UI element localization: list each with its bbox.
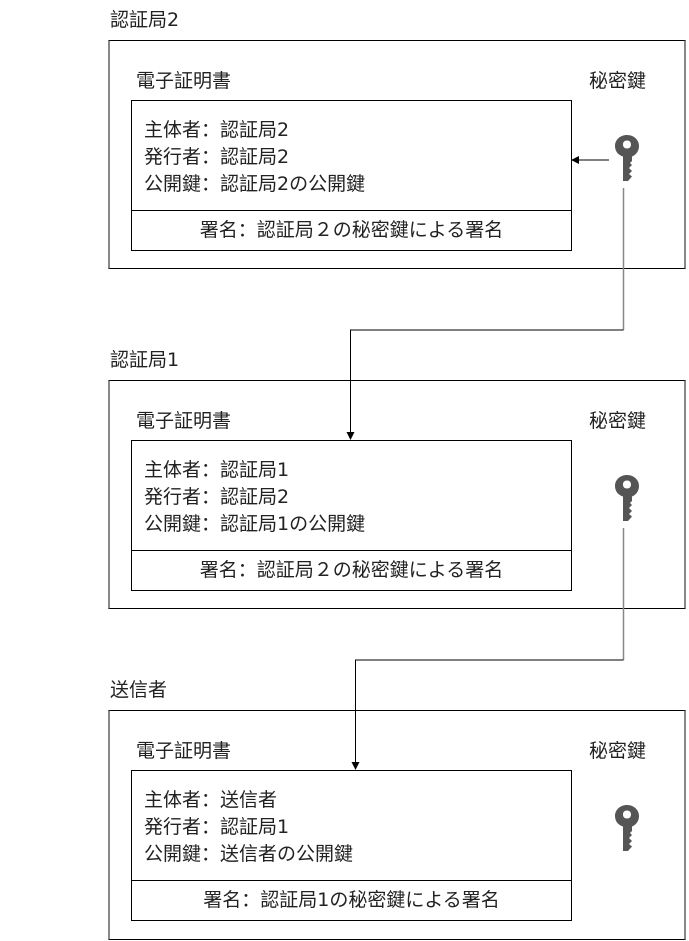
signature-field: 署名：認証局1の秘密鍵による署名 xyxy=(203,889,500,911)
key-icon xyxy=(615,135,639,181)
issuer-field: 発行者：認証局1 xyxy=(144,816,290,838)
subject-field: 主体者：認証局2 xyxy=(144,119,290,141)
private-key-label: 秘密鍵 xyxy=(589,70,647,92)
certificate-fields: 主体者：認証局1 発行者：認証局2 公開鍵：認証局1の公開鍵 xyxy=(144,457,365,538)
entity-box-ca1: 電子証明書 秘密鍵 主体者：認証局1 発行者：認証局2 公開鍵：認証局1の公開鍵… xyxy=(108,380,686,609)
subject-field: 主体者：認証局1 xyxy=(144,459,290,481)
certificate-title: 電子証明書 xyxy=(136,740,232,762)
section-label-ca2: 認証局2 xyxy=(110,9,180,31)
certificate-fields: 主体者：送信者 発行者：認証局1 公開鍵：送信者の公開鍵 xyxy=(144,787,353,868)
certificate-box: 主体者：認証局1 発行者：認証局2 公開鍵：認証局1の公開鍵 署名：認証局２の秘… xyxy=(131,440,572,591)
public-key-field: 公開鍵：認証局2の公開鍵 xyxy=(144,173,366,195)
certificate-fields: 主体者：認証局2 発行者：認証局2 公開鍵：認証局2の公開鍵 xyxy=(144,117,365,198)
certificate-divider xyxy=(132,210,571,211)
certificate-title: 電子証明書 xyxy=(136,70,232,92)
issuer-field: 発行者：認証局2 xyxy=(144,146,290,168)
certificate-title: 電子証明書 xyxy=(136,410,232,432)
subject-field: 主体者：送信者 xyxy=(144,789,278,811)
entity-box-sender: 電子証明書 秘密鍵 主体者：送信者 発行者：認証局1 公開鍵：送信者の公開鍵 署… xyxy=(108,710,686,940)
public-key-field: 公開鍵：認証局1の公開鍵 xyxy=(144,513,366,535)
private-key-label: 秘密鍵 xyxy=(589,740,647,762)
certificate-divider xyxy=(132,550,571,551)
signature-field: 署名：認証局２の秘密鍵による署名 xyxy=(199,219,504,241)
public-key-field: 公開鍵：送信者の公開鍵 xyxy=(144,843,354,865)
issuer-field: 発行者：認証局2 xyxy=(144,486,290,508)
certificate-box: 主体者：送信者 発行者：認証局1 公開鍵：送信者の公開鍵 署名：認証局1の秘密鍵… xyxy=(131,770,572,921)
certificate-divider xyxy=(132,880,571,881)
signature-field: 署名：認証局２の秘密鍵による署名 xyxy=(199,559,504,581)
entity-box-ca2: 電子証明書 秘密鍵 主体者：認証局2 発行者：認証局2 公開鍵：認証局2の公開鍵… xyxy=(108,40,686,269)
key-icon xyxy=(615,805,639,851)
section-label-sender: 送信者 xyxy=(110,679,168,701)
private-key-label: 秘密鍵 xyxy=(589,410,647,432)
certificate-box: 主体者：認証局2 発行者：認証局2 公開鍵：認証局2の公開鍵 署名：認証局２の秘… xyxy=(131,100,572,251)
key-icon xyxy=(615,475,639,521)
section-label-ca1: 認証局1 xyxy=(110,349,180,371)
